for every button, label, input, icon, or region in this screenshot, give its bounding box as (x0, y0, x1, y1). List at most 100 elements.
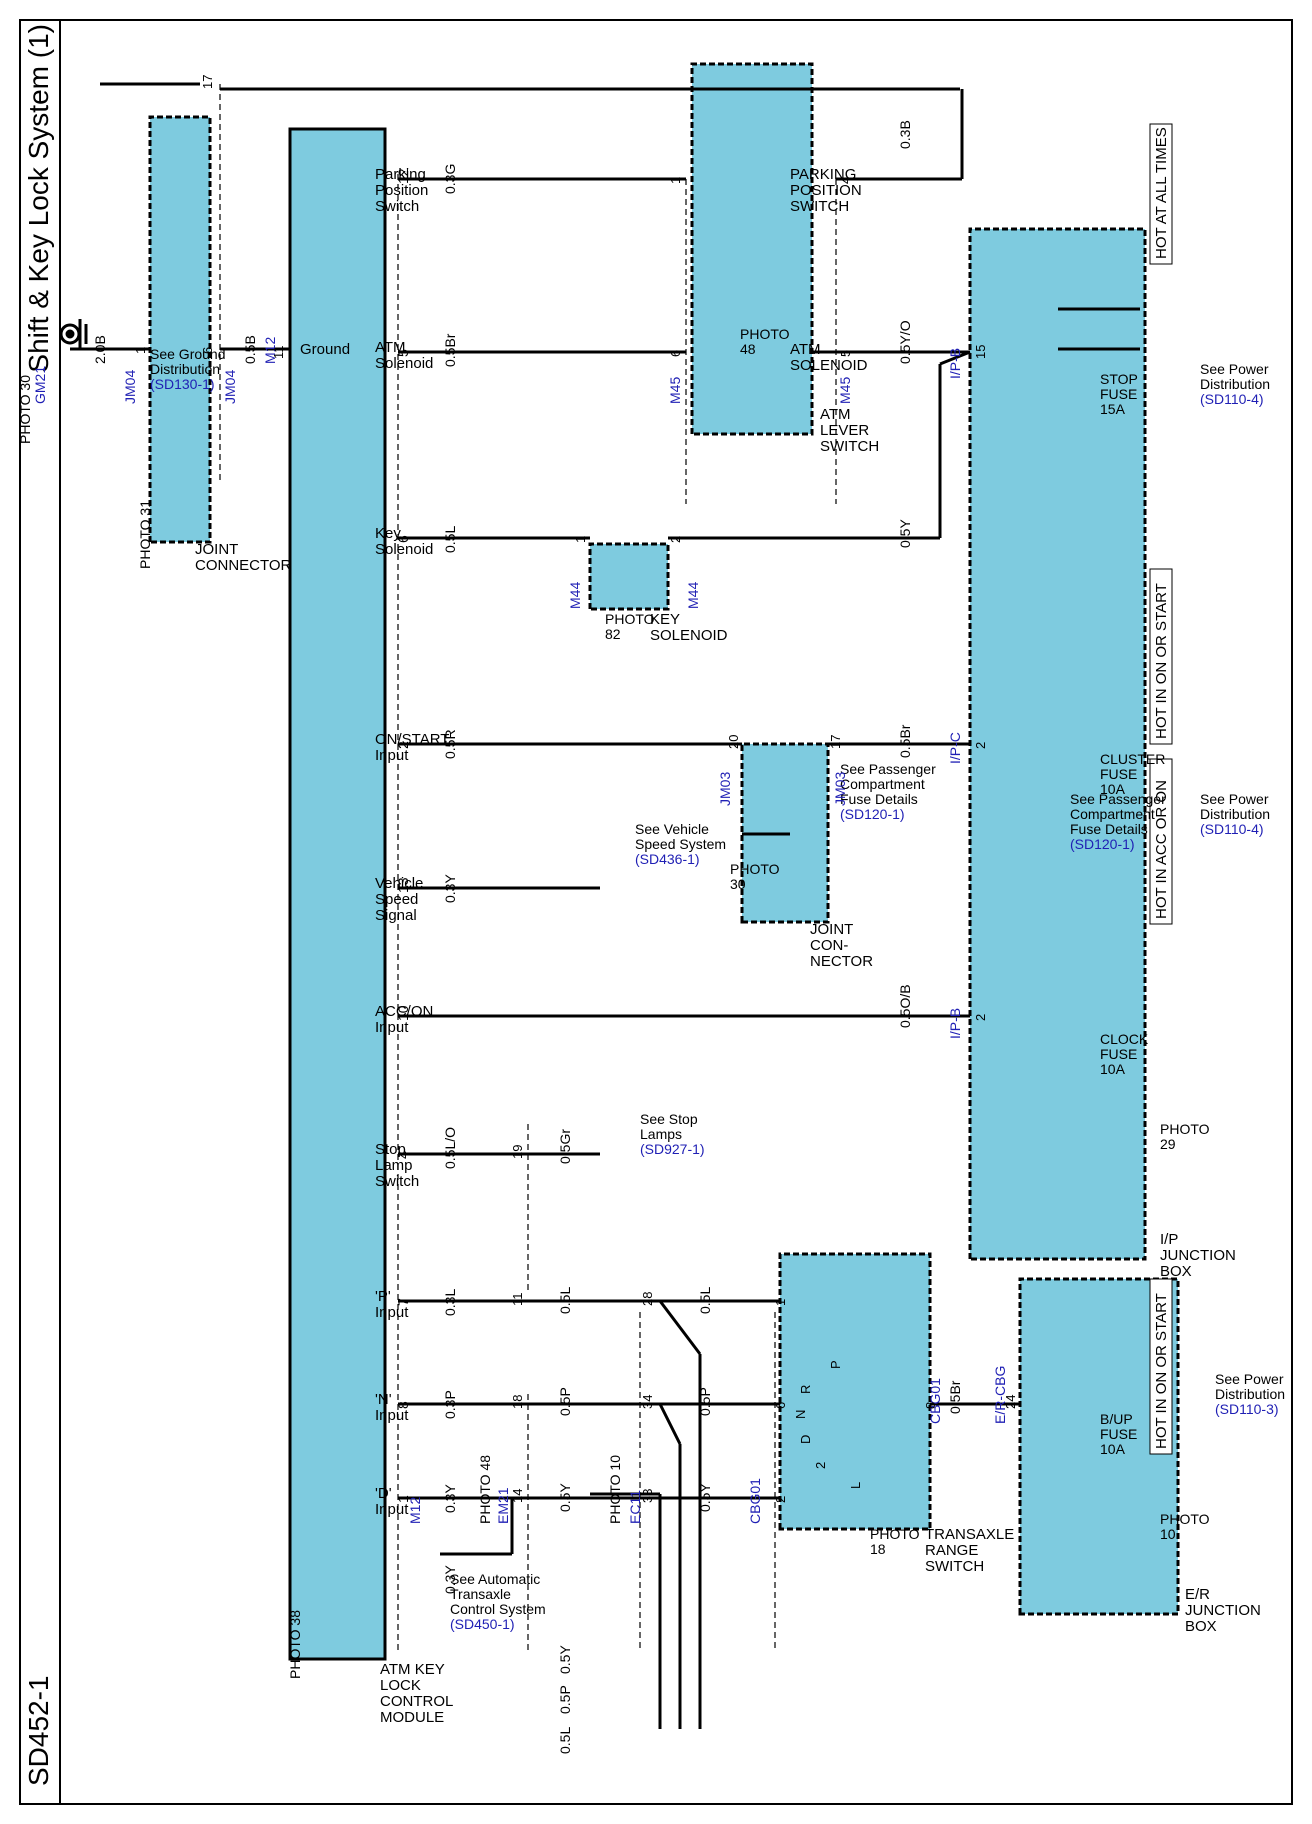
wire-atcs-05y: 0.5Y (557, 1645, 573, 1674)
wire-03l: 0.3L (442, 1289, 458, 1316)
conn-m12b: M12 (407, 1497, 423, 1524)
hot-acc-on: HOT IN ACC OR ON (1153, 780, 1170, 919)
conn-m44a: M44 (567, 582, 583, 609)
photo-ec11: PHOTO 10 (607, 1455, 623, 1524)
pin-m44-2: 2 (668, 536, 683, 543)
pin-jm04-17: 17 (200, 75, 215, 89)
trs-pos-2: 2 (813, 1462, 828, 1469)
conn-ipb1: I/P-B (947, 348, 963, 379)
conn-em21: EM21 (495, 1487, 511, 1524)
conn-cbg01a: CBG01 (927, 1378, 943, 1424)
pin-num-1: 1 (395, 1495, 411, 1503)
wire-top-05br: 0.5Br (897, 724, 913, 758)
wire-atcs-05l: 0.5L (557, 1727, 573, 1754)
page-code: SD452-1 (23, 1675, 54, 1786)
conn-m45a: M45 (667, 377, 683, 404)
pin-cbg-6: 6 (773, 1402, 788, 1409)
hot-on-start-1: HOT IN ON OR START (1153, 583, 1170, 739)
pin-label-d: 'D'Input (375, 1485, 409, 1518)
wire-05l: 0.5L (442, 526, 458, 553)
pin-cbg-2: 2 (773, 1496, 788, 1503)
wire-p-05l: 0.5L (557, 1287, 573, 1314)
pin-cbg-8: 8 (923, 1402, 938, 1409)
conn-jm04b: JM04 (222, 370, 238, 404)
pin-jm03-20: 20 (726, 735, 741, 749)
page-frame (19, 19, 1293, 1805)
wire-stop-05gr: 0.5Gr (557, 1129, 573, 1164)
pin-label-p: 'P'Input (375, 1288, 409, 1321)
pin-num-4: 4 (395, 1151, 411, 1159)
wire-g-20b: 2.0B (92, 335, 108, 364)
supply-labels: HOT AT ALL TIMES HOT IN ON OR START HOT … (1149, 123, 1173, 1455)
pin-ec-28: 28 (640, 1292, 655, 1306)
wire-atcs-03y: 0.3Y (442, 1565, 458, 1594)
pin-ip15: 15 (973, 345, 988, 359)
module-pin-numbers: 12 5 6 2 13 10 4 7 8 1 (395, 168, 411, 1503)
wire-n-05p: 0.5P (557, 1387, 573, 1416)
er-junction-box (1018, 1277, 1180, 1616)
wire-top-05br2: 0.5Br (947, 1380, 963, 1414)
pin-ipc-2: 2 (973, 742, 988, 749)
wire-05r: 0.5R (442, 729, 458, 759)
wire-top-05yo: 0.5Y/O (897, 320, 913, 364)
pin-m45-4: 4 (838, 177, 853, 184)
ground-label: Ground (300, 341, 350, 358)
conn-ipb2: I/P-B (947, 1008, 963, 1039)
wire-p-05l2: 0.5L (697, 1287, 713, 1314)
wire-g-05b: 0.5B (242, 335, 258, 364)
hot-on-start-2: HOT IN ON OR START (1153, 1293, 1170, 1449)
conn-m45b: M45 (837, 377, 853, 404)
conn-m12: M12 (262, 337, 278, 364)
trs-pos-n: N (793, 1410, 808, 1419)
pin-ipb-2: 2 (973, 1014, 988, 1021)
wire-top-05ob: 0.5O/B (897, 984, 913, 1028)
conn-gm21: GM21 (32, 366, 48, 404)
hot-all-times: HOT AT ALL TIMES (1153, 127, 1170, 259)
conn-ec11: EC11 (627, 1490, 643, 1524)
pin-cbg-1: 1 (773, 1299, 788, 1306)
page-title: Shift & Key Lock System (1) (23, 24, 54, 373)
key-solenoid-box (588, 542, 670, 611)
misc-pin-numbers: 1 4 6 5 15 1 2 20 17 2 2 17 6 1 11 19 11… (133, 75, 1018, 1503)
conn-ipc: I/P-C (947, 732, 963, 764)
wire-03p: 0.3P (442, 1390, 458, 1419)
pin-m45-6: 6 (668, 350, 683, 357)
wire-d-05y: 0.5Y (557, 1483, 573, 1512)
photo-module: PHOTO 38 (287, 1610, 303, 1679)
pin-num-12: 12 (395, 168, 411, 184)
wire-05br: 0.5Br (442, 333, 458, 367)
other-wire-colors: 0.3B 0.5Y/O 0.5Y 0.5Br 0.5O/B 0.5Br 0.5B… (92, 120, 963, 1754)
pin-er-24: 24 (1003, 1395, 1018, 1409)
pin-m45-1: 1 (668, 177, 683, 184)
pin-em-14: 14 (510, 1489, 525, 1503)
pin-jm03-17: 17 (828, 735, 843, 749)
pin-em-11: 11 (510, 1293, 525, 1307)
conn-jm03b: JM03 (832, 772, 848, 806)
pin-m12-11: 11 (271, 346, 286, 360)
pin-num-10: 10 (395, 1005, 411, 1021)
connector-separators (219, 84, 837, 1652)
